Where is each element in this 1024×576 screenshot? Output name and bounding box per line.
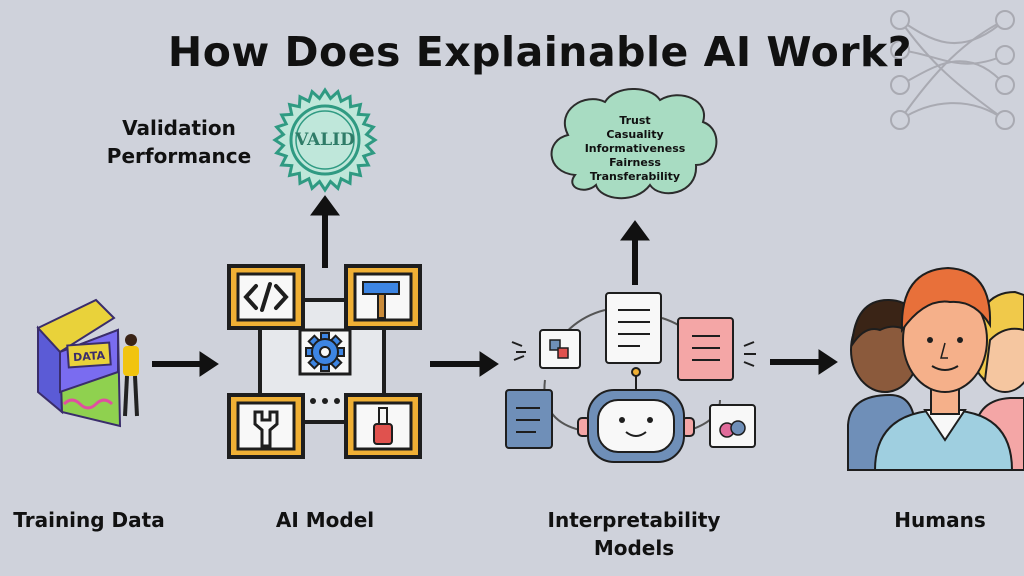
robot-icon [577,367,695,463]
humans-icon [847,266,1024,471]
document-icon [709,404,756,448]
document-icon [605,292,662,364]
book-label: DATA [73,349,106,364]
stage-label-humans: Humans [894,508,986,532]
code-icon [243,282,289,312]
stage-label-interpretability: Interpretability Models [534,506,734,562]
arrow-icon [310,195,650,285]
stage-label-interp-line2: Models [593,536,675,560]
validation-line2: Performance [106,144,252,168]
valid-badge-label: VALID [295,130,355,150]
cloud-item: Fairness [609,156,661,169]
wrench-icon [253,410,279,448]
hammer-icon [362,281,400,319]
document-icon [505,389,553,449]
gear-icon [305,332,345,372]
stage-label-interp-line1: Interpretability [547,508,721,532]
screwdriver-icon [373,407,393,445]
validation-line1: Validation [122,116,236,140]
data-book-icon: DATA [36,298,139,428]
stage-label-model: AI Model [275,508,375,532]
cloud-item: Casuality [606,128,664,141]
stage-label-training: Training Data [13,508,165,532]
interpretability-icon [505,292,756,463]
cloud-item: Informativeness [584,142,686,155]
cloud-icon [550,88,718,200]
arrow-icon [152,349,838,377]
cloud-item: Transferability [589,170,681,183]
cloud-item: Trust [619,114,651,127]
valid-badge-icon [272,87,378,193]
document-icon [677,317,734,381]
page-title: How Does Explainable AI Work? [167,28,913,76]
cloud-text: Trust Casuality Informativeness Fairness… [560,114,710,184]
document-icon [539,329,581,369]
neural-network-icon [890,10,1015,130]
validation-label: Validation Performance [104,114,254,170]
ai-model-icon [227,264,422,459]
